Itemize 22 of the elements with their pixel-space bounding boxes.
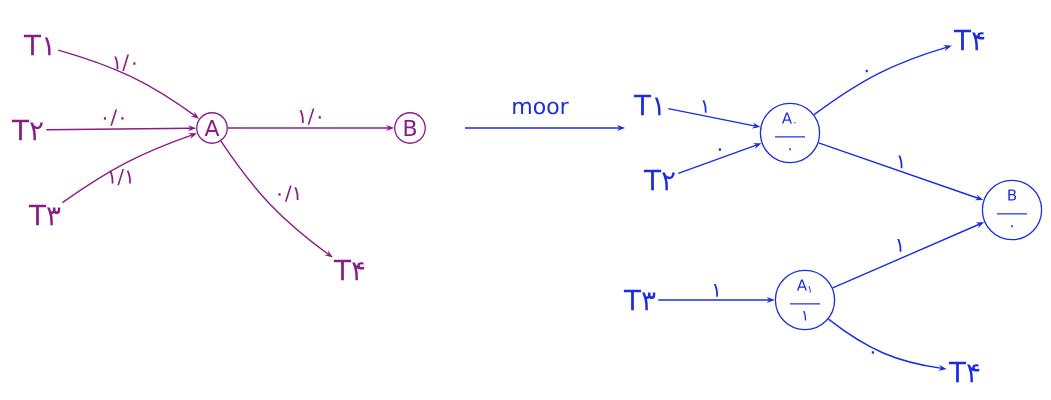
edge-label: ۱/۱	[109, 168, 131, 186]
terminal-label: T۴	[333, 259, 365, 281]
edge-label: ۱	[713, 284, 718, 297]
transform-label: moor	[513, 101, 569, 115]
terminal-label: T۴	[948, 361, 980, 383]
edge-label: ۰/۰	[103, 109, 124, 126]
edge-label: ۰	[871, 351, 874, 354]
terminal-label: T۴	[953, 29, 985, 51]
edge-label: ۱	[898, 155, 903, 169]
edge-label: ۰	[865, 69, 868, 73]
terminal-label: T۲	[643, 169, 675, 191]
edge-label: ۱/۰	[299, 108, 321, 125]
edge-label: ۱	[897, 239, 902, 252]
edge-label: ۱/۰	[114, 54, 136, 71]
terminal-label: T۳	[623, 289, 656, 311]
terminal-label: T۳	[28, 204, 61, 226]
edge-label: ۰	[718, 148, 721, 151]
edge-label: ۰/۱	[278, 185, 299, 202]
terminal-label: T۱	[633, 94, 661, 116]
terminal-label: T۱	[23, 34, 51, 56]
terminal-label: T۲	[11, 119, 43, 141]
edge-label: ۱	[702, 100, 707, 113]
